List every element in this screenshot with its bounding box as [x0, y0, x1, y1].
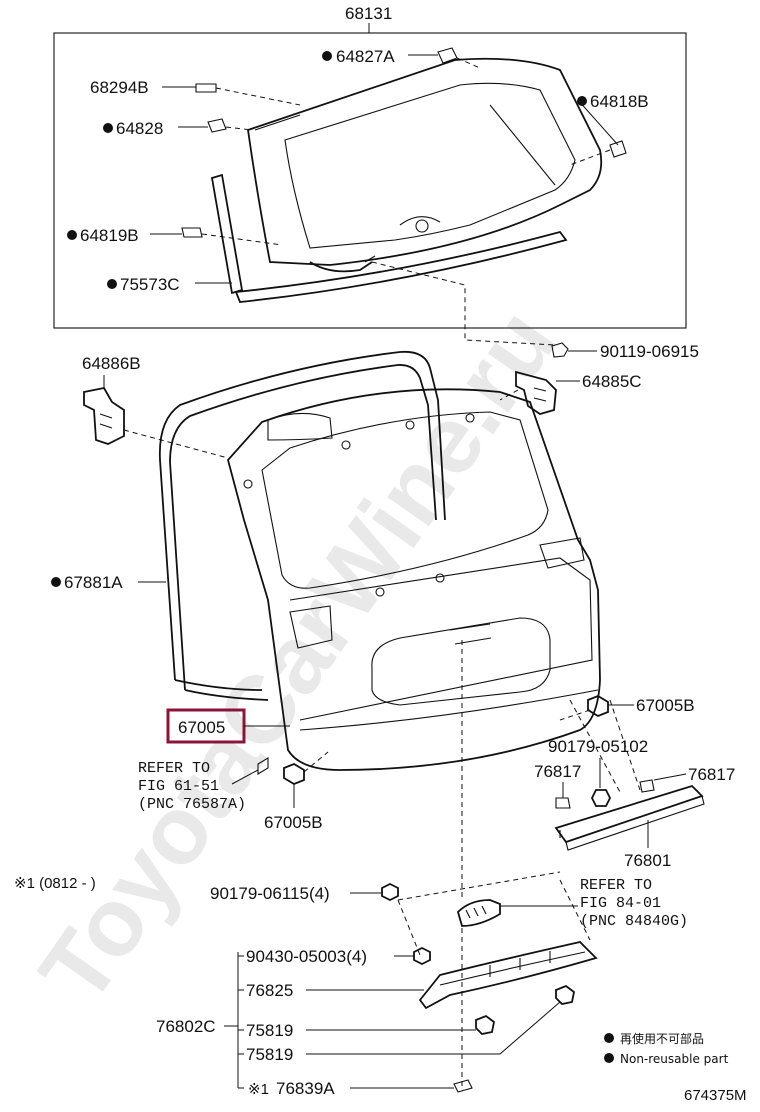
label-68131[interactable]: 68131 — [345, 4, 392, 23]
legend-jp: 再使用不可部品 — [620, 1031, 704, 1046]
label-90179-05102[interactable]: 90179-05102 — [548, 737, 648, 756]
cushion-67005b-right — [587, 694, 609, 718]
glass-group: 68131 — [53, 4, 687, 346]
label-76825[interactable]: 76825 — [246, 981, 293, 1000]
legend-dot-jp — [604, 1033, 614, 1043]
diagram-id: 674375M — [684, 1087, 747, 1104]
label-90179-06115[interactable]: 90179-06115(4) — [210, 884, 330, 903]
label-64828[interactable]: 64828 — [116, 119, 163, 138]
label-refer-right-1[interactable]: REFER TO — [580, 877, 652, 894]
label-67881a[interactable]: 67881A — [64, 573, 123, 592]
label-76802c[interactable]: 76802C — [156, 1017, 216, 1036]
label-64827a[interactable]: 64827A — [336, 47, 395, 66]
hinge-64886b — [83, 386, 125, 445]
label-64818b[interactable]: 64818B — [590, 92, 649, 111]
glass-inner-edge — [284, 82, 576, 249]
nut-90430-05003 — [413, 946, 431, 966]
clip-64819b — [181, 227, 203, 238]
weatherstrip-67881a — [158, 350, 446, 681]
label-76817-right[interactable]: 76817 — [688, 765, 735, 784]
label-refer-left-3[interactable]: (PNC 76587A) — [138, 796, 246, 813]
label-67005b-left[interactable]: 67005B — [264, 813, 323, 832]
legend-en: Non-reusable part — [620, 1052, 729, 1066]
label-67005[interactable]: 67005 — [178, 718, 225, 737]
label-90430-05003[interactable]: 90430-05003(4) — [246, 947, 367, 966]
garnish-76825 — [418, 941, 598, 1010]
label-76839a-prefix[interactable]: ※1 — [248, 1081, 269, 1098]
label-75819-b[interactable]: 75819 — [246, 1045, 293, 1064]
cushion-67005b-left — [283, 762, 305, 786]
glass-group-frame — [53, 32, 687, 329]
hinge-64885c — [515, 370, 557, 415]
nut-90179-06115 — [381, 882, 399, 902]
label-75819-a[interactable]: 75819 — [246, 1021, 293, 1040]
label-note-date[interactable]: ※1 (0812 - ) — [14, 875, 96, 892]
label-76801[interactable]: 76801 — [624, 851, 671, 870]
glass-moulding-bottom — [234, 230, 568, 303]
label-68294b[interactable]: 68294B — [90, 78, 149, 97]
label-76817-left[interactable]: 76817 — [534, 762, 581, 781]
clip-75819-a — [475, 1014, 495, 1035]
clip-76817-right — [639, 779, 655, 793]
label-64885c[interactable]: 64885C — [582, 372, 642, 391]
label-refer-right-3[interactable]: (PNC 84840G) — [580, 913, 688, 930]
label-76839a[interactable]: 76839A — [276, 1079, 335, 1098]
label-67005b-right[interactable]: 67005B — [636, 696, 695, 715]
back-window-glass — [247, 57, 603, 266]
glass-moulding-left — [210, 173, 244, 295]
clip-75819-b — [555, 984, 575, 1005]
label-refer-left-2[interactable]: FIG 61-51 — [138, 778, 219, 795]
watermark: ToyotaCarWine.ru — [20, 290, 577, 1022]
label-refer-left-1[interactable]: REFER TO — [138, 760, 210, 777]
label-75573c[interactable]: 75573C — [120, 275, 180, 294]
clip-64828 — [207, 118, 227, 133]
label-90119-06915[interactable]: 90119-06915 — [600, 342, 699, 361]
stop-lamp-76801 — [554, 784, 704, 844]
legend-dot-en — [604, 1053, 614, 1063]
screw-90179-05102 — [590, 789, 612, 807]
license-lamp-84840g — [456, 899, 501, 927]
clip-68294b — [195, 83, 217, 93]
clip-76817-left — [555, 797, 571, 809]
bolt-90119 — [551, 342, 569, 358]
cap-76587a — [257, 757, 269, 775]
tailgate-panel-67005 — [227, 388, 601, 771]
plug-76839a — [453, 1079, 473, 1093]
label-refer-right-2[interactable]: FIG 84-01 — [580, 895, 661, 912]
label-64819b[interactable]: 64819B — [80, 226, 139, 245]
clip-64818b — [609, 140, 627, 158]
label-64886b[interactable]: 64886B — [82, 354, 141, 373]
